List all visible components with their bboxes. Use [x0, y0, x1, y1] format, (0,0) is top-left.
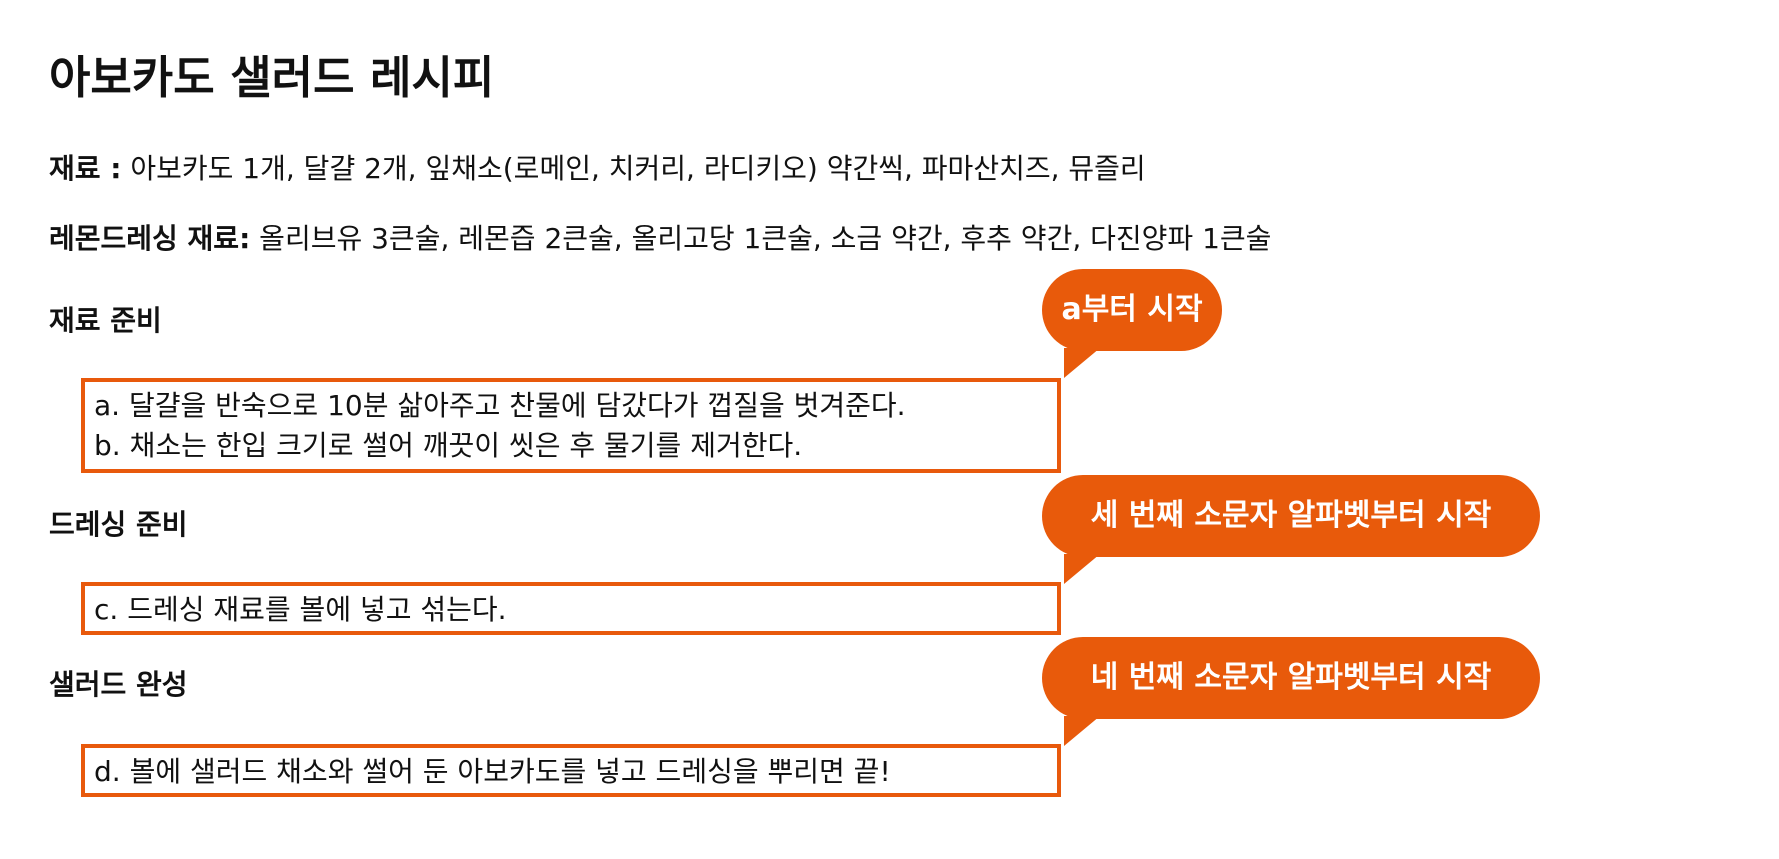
ingredients-text: 아보카도 1개, 달걀 2개, 잎채소(로메인, 치커리, 라디키오) 약간씩,… [121, 152, 1146, 185]
dressing-ingredients-text: 올리브유 3큰술, 레몬즙 2큰술, 올리고당 1큰술, 소금 약간, 후추 약… [250, 222, 1272, 255]
page-title: 아보카도 샐러드 레시피 [49, 51, 495, 104]
section-heading-prep: 재료 준비 [49, 304, 162, 337]
callout-bubble: 세 번째 소문자 알파벳부터 시작 [1042, 475, 1540, 584]
step-list-dressing: c. 드레싱 재료를 볼에 넣고 섞는다. [81, 582, 1061, 635]
section-heading-finish: 샐러드 완성 [49, 668, 188, 701]
step-item: c. 드레싱 재료를 볼에 넣고 섞는다. [94, 593, 507, 626]
callout-tail [1064, 716, 1100, 746]
callout-bubble: a부터 시작 [1042, 269, 1222, 378]
callout-tail [1064, 554, 1100, 584]
callout-text: a부터 시작 [1061, 292, 1203, 327]
step-item: a. 달걀을 반숙으로 10분 삶아주고 찬물에 담갔다가 껍질을 벗겨준다. [94, 389, 906, 422]
step-list-prep: a. 달걀을 반숙으로 10분 삶아주고 찬물에 담갔다가 껍질을 벗겨준다. … [81, 378, 1061, 473]
callout-text: 세 번째 소문자 알파벳부터 시작 [1090, 498, 1492, 533]
ingredients-label: 재료 : [49, 152, 122, 185]
dressing-ingredients-label: 레몬드레싱 재료: [49, 222, 251, 255]
dressing-ingredients-line: 레몬드레싱 재료: 올리브유 3큰술, 레몬즙 2큰술, 올리고당 1큰술, 소… [49, 222, 1271, 256]
step-item: d. 볼에 샐러드 채소와 썰어 둔 아보카도를 넣고 드레싱을 뿌리면 끝! [94, 755, 891, 788]
step-item: b. 채소는 한입 크기로 썰어 깨끗이 씻은 후 물기를 제거한다. [94, 429, 803, 462]
section-heading-dressing: 드레싱 준비 [49, 508, 188, 541]
callout-tail [1064, 348, 1100, 378]
callout-text: 네 번째 소문자 알파벳부터 시작 [1090, 660, 1492, 695]
step-list-finish: d. 볼에 샐러드 채소와 썰어 둔 아보카도를 넣고 드레싱을 뿌리면 끝! [81, 744, 1061, 797]
ingredients-line: 재료 : 아보카도 1개, 달걀 2개, 잎채소(로메인, 치커리, 라디키오)… [49, 152, 1146, 186]
callout-bubble: 네 번째 소문자 알파벳부터 시작 [1042, 637, 1540, 746]
